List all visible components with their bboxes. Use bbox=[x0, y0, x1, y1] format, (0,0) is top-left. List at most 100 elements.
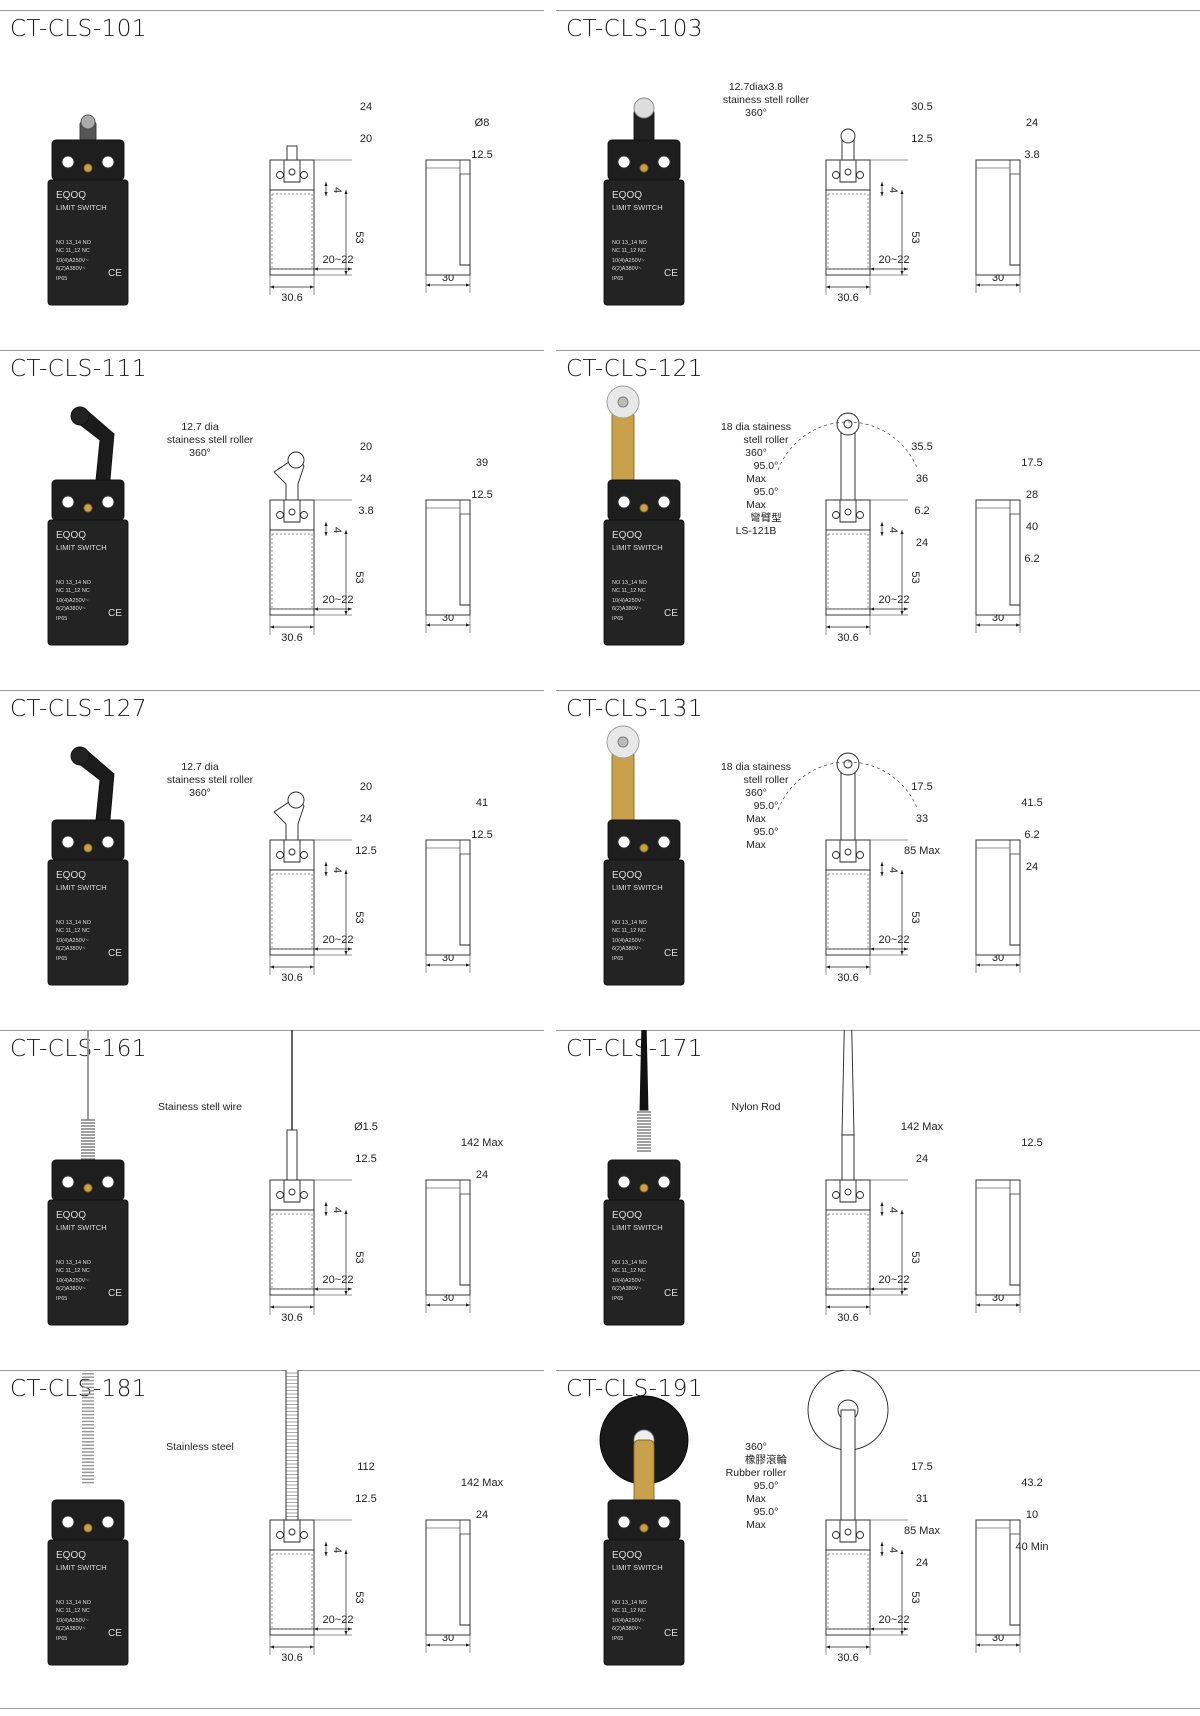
ce-mark: CE bbox=[664, 1288, 678, 1299]
photo-label: NO 13_14 NO bbox=[612, 1600, 648, 1606]
photo-label: LIMIT SWITCH bbox=[612, 883, 663, 892]
front-body-inner bbox=[271, 1213, 313, 1290]
dim-label: 24 bbox=[1026, 117, 1038, 129]
section-rule bbox=[556, 1370, 1200, 1371]
roller bbox=[287, 451, 305, 469]
ce-mark: CE bbox=[108, 268, 122, 279]
switch-body bbox=[603, 1539, 685, 1666]
dim-arrowhead bbox=[900, 870, 904, 874]
section-rule bbox=[556, 350, 1200, 351]
model-title: CT-CLS-181 bbox=[10, 1376, 147, 1402]
roller bbox=[70, 406, 90, 426]
photo-label: EQOQ bbox=[56, 530, 86, 541]
photo-label: 10(4)A250V~ bbox=[612, 598, 645, 604]
dim-label: 12.5 bbox=[355, 845, 376, 857]
dim-arrowhead bbox=[426, 1303, 430, 1307]
mount-hole bbox=[300, 851, 308, 859]
screw bbox=[639, 163, 649, 173]
screw bbox=[288, 1528, 296, 1536]
dim-label: 28 bbox=[1026, 489, 1038, 501]
ce-mark: CE bbox=[664, 1628, 678, 1639]
dim-arrowhead bbox=[866, 1645, 870, 1649]
dim-label: 24 bbox=[916, 1557, 928, 1569]
mount-hole bbox=[657, 155, 671, 169]
dim-arrowhead bbox=[310, 285, 314, 289]
model-title: CT-CLS-121 bbox=[566, 356, 703, 382]
dim-arrowhead bbox=[900, 1210, 904, 1214]
side-body bbox=[425, 1179, 471, 1296]
dim-label: 39 bbox=[476, 457, 488, 469]
switch-body bbox=[603, 1199, 685, 1326]
mount-hole bbox=[276, 1531, 284, 1539]
front-body-inner bbox=[271, 873, 313, 950]
callout-text: 12.7 dia bbox=[181, 421, 219, 433]
dim-label: 53 bbox=[353, 571, 365, 583]
dim-label: 6.2 bbox=[1024, 829, 1039, 841]
mount-hole bbox=[856, 1531, 864, 1539]
photo-label: NC 11_12 NC bbox=[56, 248, 90, 254]
dim-label: 4 bbox=[887, 527, 899, 533]
dim-arrowhead bbox=[344, 190, 348, 194]
screw bbox=[844, 168, 852, 176]
dim-label: 17.5 bbox=[911, 781, 932, 793]
dim-label: 6.2 bbox=[914, 505, 929, 517]
photo-label: EQOQ bbox=[612, 190, 642, 201]
head-detail bbox=[283, 500, 301, 523]
photo-label: 10(4)A250V~ bbox=[612, 1618, 645, 1624]
roller-hub bbox=[617, 736, 629, 748]
photo-label: NC 11_12 NC bbox=[612, 1608, 646, 1614]
photo-label: 10(4)A250V~ bbox=[56, 1618, 89, 1624]
screw bbox=[288, 168, 296, 176]
dim-arrowhead bbox=[348, 1627, 352, 1631]
photo-label: 10(4)A250V~ bbox=[56, 938, 89, 944]
front-body-inner bbox=[271, 193, 313, 270]
screw bbox=[844, 1528, 852, 1536]
mount-hole bbox=[300, 511, 308, 519]
front-view bbox=[269, 499, 315, 616]
photo-label: 6(2)A380V~ bbox=[56, 1286, 86, 1292]
callout-text: stainess stell roller bbox=[167, 434, 254, 446]
mount-hole bbox=[617, 155, 631, 169]
dim-arrowhead bbox=[344, 1550, 348, 1554]
side-detail bbox=[1009, 1194, 1020, 1286]
actuator-drawing bbox=[777, 752, 919, 841]
callout-text: 95.0° bbox=[754, 486, 779, 498]
dim-label: 12.5 bbox=[471, 149, 492, 161]
screw bbox=[844, 1188, 852, 1196]
dim-arrowhead bbox=[904, 607, 908, 611]
dim-arrowhead bbox=[880, 872, 884, 876]
ce-mark: CE bbox=[108, 948, 122, 959]
mount-hole bbox=[832, 171, 840, 179]
dim-arrowhead bbox=[426, 1643, 430, 1647]
side-body bbox=[425, 839, 471, 956]
callout-text: stell roller bbox=[744, 774, 789, 786]
side-body bbox=[975, 1179, 1021, 1296]
ce-mark: CE bbox=[664, 948, 678, 959]
photo-label: 6(2)A380V~ bbox=[612, 606, 642, 612]
photo-label: 6(2)A380V~ bbox=[56, 606, 86, 612]
dim-arrowhead bbox=[866, 625, 870, 629]
dim-arrowhead bbox=[900, 611, 904, 615]
dim-label: 4 bbox=[331, 187, 343, 193]
mount-hole bbox=[61, 155, 75, 169]
model-title: CT-CLS-171 bbox=[566, 1036, 703, 1062]
dim-label: 24 bbox=[476, 1509, 488, 1521]
screw bbox=[639, 1183, 649, 1193]
photo-label: EQOQ bbox=[56, 1550, 86, 1561]
dim-label: 20~22 bbox=[323, 934, 354, 946]
mount-hole bbox=[856, 1191, 864, 1199]
mount-hole bbox=[276, 851, 284, 859]
photo-label: LIMIT SWITCH bbox=[56, 1563, 107, 1572]
dim-arrowhead bbox=[466, 963, 470, 967]
mount-hole bbox=[61, 1515, 75, 1529]
swing-arc bbox=[777, 421, 919, 471]
photo-label: EQOQ bbox=[56, 190, 86, 201]
callout-text: 95.0° bbox=[754, 1506, 779, 1518]
dim-label: 4 bbox=[887, 187, 899, 193]
dim-arrowhead bbox=[270, 625, 274, 629]
dim-arrowhead bbox=[310, 625, 314, 629]
mount-hole bbox=[101, 1175, 115, 1189]
